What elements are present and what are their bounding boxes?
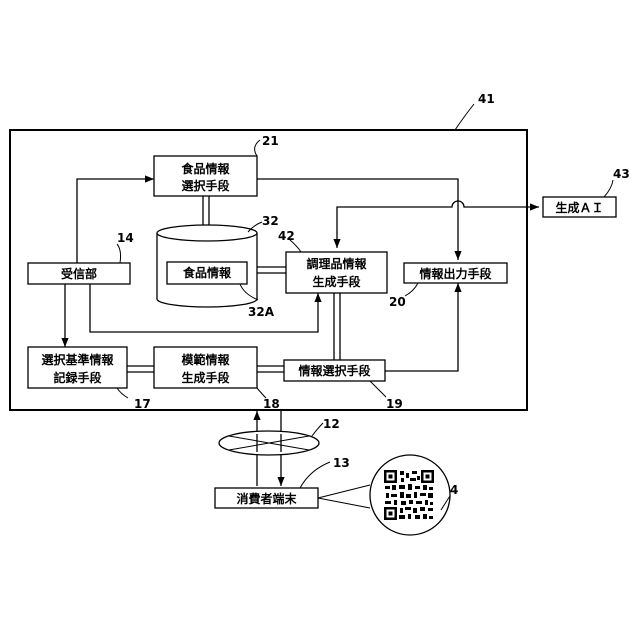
food-selection-ref-leader bbox=[255, 140, 260, 156]
food-selection-ref-label: 21 bbox=[262, 134, 279, 148]
food-database: 食品情報 bbox=[157, 225, 257, 307]
cooking-gen-ref-label: 42 bbox=[278, 229, 295, 243]
generative-ai-block: 生成ＡＩ bbox=[543, 197, 616, 217]
svg-text:食品情報: 食品情報 bbox=[180, 161, 230, 176]
svg-text:生成手段: 生成手段 bbox=[181, 370, 230, 385]
cooking-gen-info-select-link bbox=[334, 293, 340, 360]
model-gen-block: 模範情報 生成手段 bbox=[154, 347, 257, 388]
callout-line-lower bbox=[318, 498, 370, 508]
svg-text:消費者端末: 消費者端末 bbox=[236, 491, 297, 506]
svg-text:生成手段: 生成手段 bbox=[312, 274, 361, 289]
food-db-ref-label: 32 bbox=[262, 214, 279, 228]
food-selection-db-link bbox=[203, 196, 209, 226]
food-record-label: 食品情報 bbox=[182, 265, 232, 280]
criteria-ref-label: 17 bbox=[134, 397, 151, 411]
generative-ai-ref-label: 43 bbox=[613, 167, 630, 181]
network-ref-leader bbox=[312, 423, 323, 436]
svg-text:記録手段: 記録手段 bbox=[53, 370, 102, 385]
info-select-ref-label: 19 bbox=[386, 397, 403, 411]
svg-text:選択手段: 選択手段 bbox=[181, 178, 230, 193]
svg-text:調理品情報: 調理品情報 bbox=[306, 256, 367, 271]
receiver-ref-leader bbox=[117, 244, 121, 263]
network-ref-label: 12 bbox=[323, 417, 340, 431]
callout-line-upper bbox=[318, 485, 370, 498]
code-callout-ref-label: 4 bbox=[450, 483, 458, 497]
info-output-block: 情報出力手段 bbox=[404, 263, 507, 283]
receiver-block: 受信部 bbox=[28, 263, 130, 284]
db-cooking-gen-link bbox=[257, 267, 286, 273]
svg-text:模範情報: 模範情報 bbox=[181, 352, 230, 367]
info-select-block: 情報選択手段 bbox=[284, 360, 385, 381]
food-selection-to-output-arrow bbox=[257, 179, 458, 260]
svg-text:受信部: 受信部 bbox=[61, 266, 97, 281]
receiver-to-food-selection-arrow bbox=[77, 179, 154, 263]
svg-text:情報選択手段: 情報選択手段 bbox=[298, 363, 371, 378]
info-output-ref-label: 20 bbox=[389, 295, 406, 309]
consumer-terminal-ref-leader bbox=[300, 462, 330, 488]
info-output-ref-leader bbox=[405, 283, 418, 296]
system-ref-leader bbox=[455, 104, 474, 130]
info-select-ref-leader bbox=[370, 381, 386, 397]
generative-ai-ref-leader bbox=[604, 180, 613, 197]
food-selection-block: 食品情報 選択手段 bbox=[154, 156, 257, 196]
qr-code-icon bbox=[384, 470, 434, 520]
criteria-model-gen-link bbox=[127, 366, 154, 372]
ai-cooking-gen-link bbox=[337, 201, 539, 248]
criteria-record-block: 選択基準情報 記録手段 bbox=[28, 347, 127, 388]
svg-text:生成ＡＩ: 生成ＡＩ bbox=[555, 200, 603, 215]
svg-text:選択基準情報: 選択基準情報 bbox=[41, 352, 114, 367]
consumer-terminal-block: 消費者端末 bbox=[215, 488, 318, 508]
system-ref-label: 41 bbox=[478, 92, 495, 106]
model-gen-ref-label: 18 bbox=[263, 397, 280, 411]
svg-text:情報出力手段: 情報出力手段 bbox=[419, 266, 492, 281]
consumer-terminal-ref-label: 13 bbox=[333, 456, 350, 470]
criteria-ref-leader bbox=[117, 388, 128, 398]
cooking-gen-block: 調理品情報 生成手段 bbox=[286, 252, 387, 293]
model-gen-info-select-link bbox=[257, 366, 284, 372]
receiver-ref-label: 14 bbox=[117, 231, 134, 245]
food-record-ref-label: 32A bbox=[248, 305, 275, 319]
